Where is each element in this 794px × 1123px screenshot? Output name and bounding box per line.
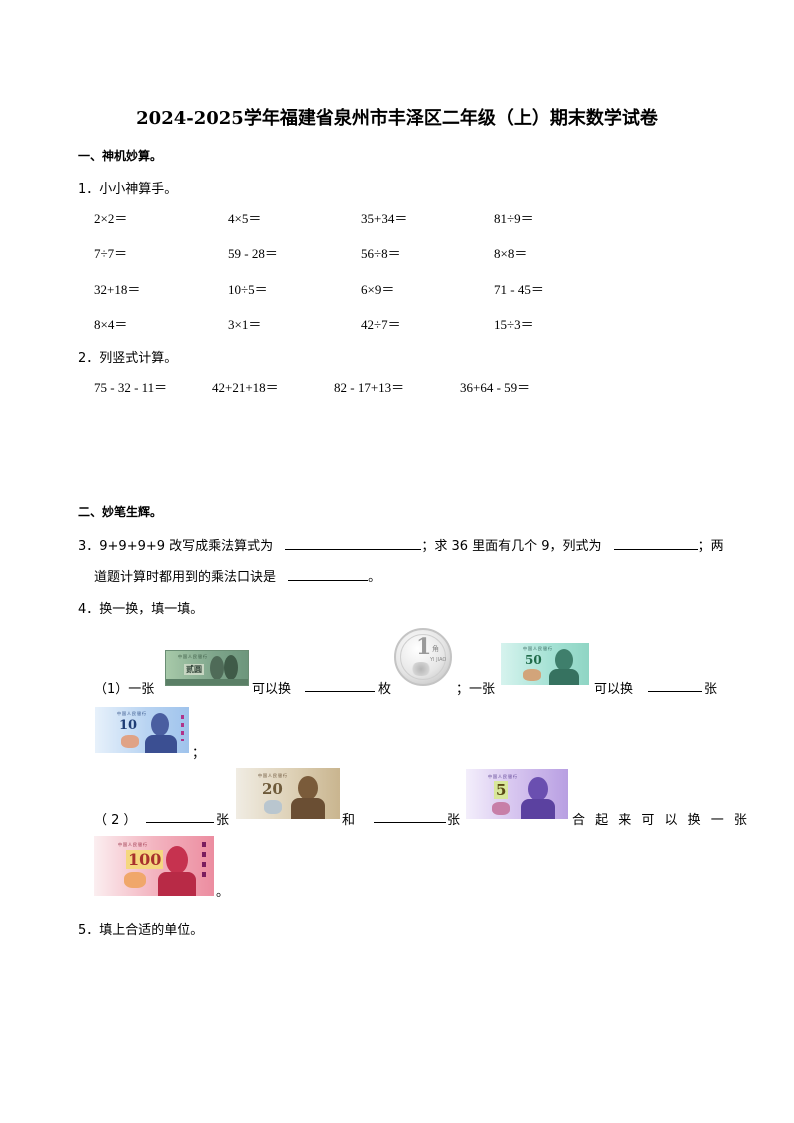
question-1-label: 1．小小神算手。 [78, 182, 178, 197]
q4-sub1-answer-blank-2[interactable] [648, 678, 702, 692]
five-yuan-banknote-image: 中国人民银行 5 [466, 769, 568, 819]
banknote-header: 中国人民银行 [488, 774, 518, 779]
coin-unit: 角 [432, 645, 439, 653]
q4-sub1-end: ； [192, 746, 206, 761]
banknote-value: 100 [126, 850, 164, 869]
two-yuan-banknote-image: 中国人民银行 贰圆 [165, 650, 249, 686]
q3-answer-blank-3[interactable] [288, 567, 369, 581]
ten-yuan-banknote-image: 中国人民银行 10 [95, 707, 189, 753]
vertical-calc-item: 36+64 - 59＝ [460, 380, 531, 395]
q3-text-3: ；两 [697, 539, 724, 554]
banknote-value: 50 [525, 653, 542, 667]
calc-item: 56÷8＝ [361, 246, 401, 261]
q4-unit-coin: 枚 [378, 682, 392, 697]
section-heading-1: 一、神机妙算。 [78, 149, 163, 163]
banknote-value: 20 [262, 780, 283, 798]
question-4-label: 4．换一换，填一填。 [78, 602, 204, 617]
banknote-header: 中国人民银行 [258, 773, 288, 778]
q3-answer-blank-2[interactable] [613, 536, 698, 550]
question-2-label: 2．列竖式计算。 [78, 351, 178, 366]
banknote-header: 中国人民银行 [117, 711, 147, 716]
calc-item: 71 - 45＝ [494, 282, 544, 297]
q4-sub2-suffix: 合 起 来 可 以 换 一 张 [572, 813, 750, 828]
fifty-yuan-banknote-image: 中国人民银行 50 [501, 643, 589, 685]
coin-text: YI JIAO [430, 657, 447, 663]
one-jiao-coin-image: 1 角 YI JIAO [394, 628, 452, 686]
q4-sub1-answer-blank-1[interactable] [305, 678, 375, 692]
q4-sub2-unit-2: 张 [447, 813, 461, 828]
q3-text-end: 。 [368, 570, 382, 585]
question-3-line-1: 3．9+9+9+9 改写成乘法算式为 ；求 36 里面有几个 9，列式为 ；两 [78, 535, 724, 554]
calc-item: 35+34＝ [361, 211, 408, 226]
q3-text-4: 道题计算时都用到的乘法口诀是 [94, 570, 277, 585]
question-5-label: 5．填上合适的单位。 [78, 923, 204, 938]
q4-sub2-unit-1: 张 [216, 813, 230, 828]
calc-item: 81÷9＝ [494, 211, 534, 226]
vertical-calc-item: 75 - 32 - 11＝ [94, 380, 168, 395]
coin-value: 1 [416, 634, 432, 660]
calc-item: 2×2＝ [94, 211, 128, 226]
q4-can-exchange-2: 可以换 [594, 682, 634, 697]
calc-item: 42÷7＝ [361, 317, 401, 332]
calc-item: 32+18＝ [94, 282, 141, 297]
banknote-value: 5 [494, 781, 509, 799]
calc-item: 59 - 28＝ [228, 246, 278, 261]
q4-sub1-prefix: （1）一张 [94, 682, 155, 697]
calc-item: 4×5＝ [228, 211, 262, 226]
calc-item: 15÷3＝ [494, 317, 534, 332]
calc-item: 3×1＝ [228, 317, 262, 332]
banknote-header: 中国人民银行 [178, 654, 208, 659]
section-heading-2: 二、妙笔生辉。 [78, 505, 163, 519]
question-3-line-2: 道题计算时都用到的乘法口诀是 。 [94, 566, 381, 585]
calc-item: 7÷7＝ [94, 246, 128, 261]
q3-text-2: ；求 36 里面有几个 9，列式为 [421, 539, 602, 554]
q4-unit-note: 张 [704, 682, 718, 697]
banknote-value: 10 [119, 718, 138, 733]
q4-sub2-prefix: （ 2 ） [94, 813, 137, 828]
calc-item: 10÷5＝ [228, 282, 268, 297]
q3-answer-blank-1[interactable] [285, 536, 422, 550]
q4-sub2-end: 。 [216, 885, 230, 900]
hundred-yuan-banknote-image: 中国人民银行 100 [94, 836, 214, 896]
q4-can-exchange-1: 可以换 [252, 682, 292, 697]
banknote-header: 中国人民银行 [118, 842, 148, 847]
calc-item: 8×4＝ [94, 317, 128, 332]
banknote-header: 中国人民银行 [523, 646, 553, 651]
twenty-yuan-banknote-image: 中国人民银行 20 [236, 768, 340, 819]
vertical-calc-item: 42+21+18＝ [212, 380, 279, 395]
q4-sub1-separator: ；一张 [456, 682, 496, 697]
page-title: 2024-2025学年福建省泉州市丰泽区二年级（上）期末数学试卷 [136, 108, 658, 129]
q4-sub2-answer-blank-2[interactable] [374, 809, 446, 823]
q4-sub2-and: 和 [342, 813, 356, 828]
q4-sub2-answer-blank-1[interactable] [146, 809, 214, 823]
vertical-calc-item: 82 - 17+13＝ [334, 380, 405, 395]
calc-item: 8×8＝ [494, 246, 528, 261]
q3-text-1: 3．9+9+9+9 改写成乘法算式为 [78, 539, 274, 554]
calc-item: 6×9＝ [361, 282, 395, 297]
banknote-value: 贰圆 [184, 664, 204, 675]
